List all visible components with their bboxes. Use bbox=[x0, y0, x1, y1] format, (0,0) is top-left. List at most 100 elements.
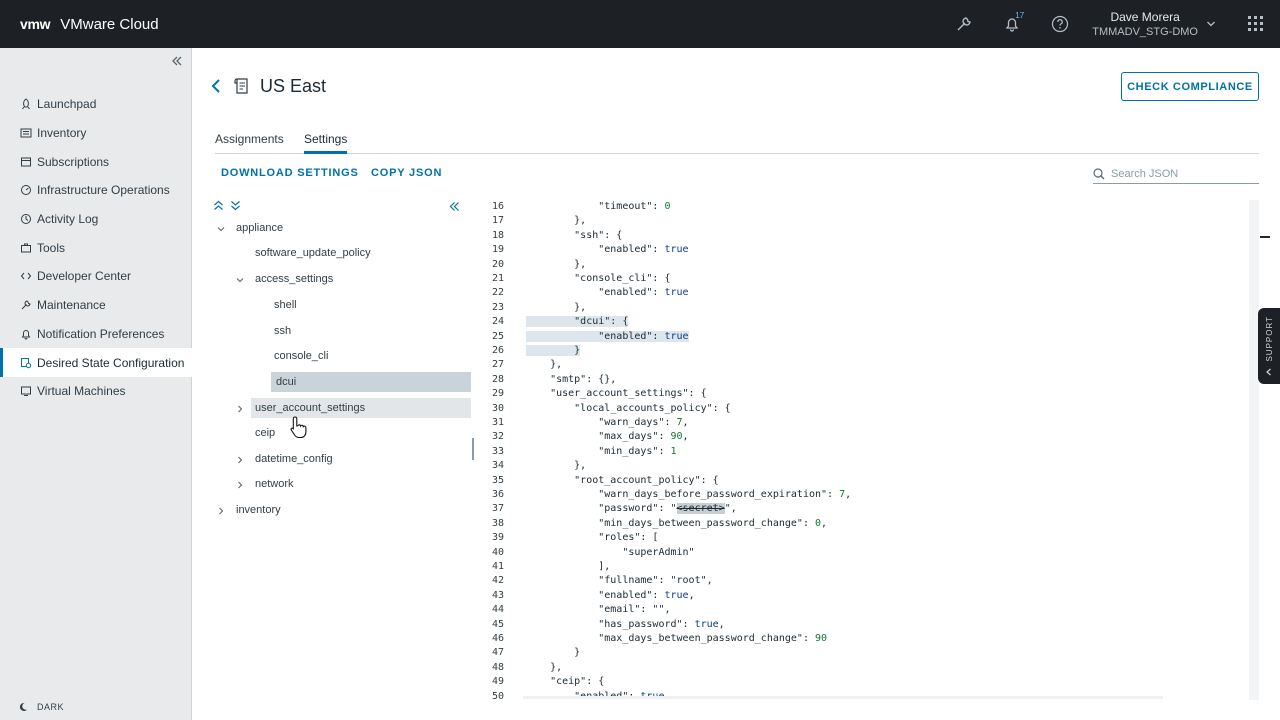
chevron-down-icon[interactable] bbox=[1206, 19, 1216, 29]
line-number: 16 bbox=[491, 201, 504, 212]
sidebar-item-label: Maintenance bbox=[37, 298, 106, 313]
user-menu[interactable]: Dave Morera TMMADV_STG-DMO bbox=[1092, 10, 1198, 38]
json-code: "local_accounts_policy": { bbox=[526, 402, 731, 414]
brand[interactable]: vmw VMware Cloud bbox=[0, 0, 159, 48]
json-line: 49 "ceip": { bbox=[474, 676, 1260, 690]
json-line: 48 }, bbox=[474, 662, 1260, 676]
json-code: }, bbox=[526, 359, 563, 371]
tree-node-inventory[interactable]: inventory bbox=[219, 500, 281, 520]
tree-node-label: ssh bbox=[274, 325, 292, 337]
expand-all-icon[interactable] bbox=[230, 200, 241, 211]
line-number: 47 bbox=[491, 647, 504, 659]
chevron-right-icon[interactable] bbox=[236, 404, 244, 413]
mouse-pointer-icon bbox=[290, 416, 307, 439]
tree-node-ssh[interactable]: ssh bbox=[274, 321, 291, 341]
panel-splitter[interactable] bbox=[472, 438, 474, 460]
chevron-down-icon[interactable] bbox=[236, 275, 244, 283]
tree-node-datetime-config[interactable]: datetime_config bbox=[238, 449, 333, 469]
line-number: 40 bbox=[491, 546, 504, 558]
tree-expand-collapse-controls bbox=[213, 200, 241, 214]
json-code: "superAdmin" bbox=[526, 546, 695, 558]
json-code: "min_days": 1 bbox=[526, 445, 677, 457]
notifications-button[interactable]: 17 bbox=[988, 0, 1036, 48]
json-line: 23 }, bbox=[474, 302, 1260, 316]
line-number: 45 bbox=[491, 618, 504, 630]
sidebar-item-maintenance[interactable]: Maintenance bbox=[0, 291, 192, 320]
download-settings-button[interactable]: DOWNLOAD SETTINGS bbox=[221, 167, 359, 179]
sidebar-item-desired-state-configuration[interactable]: Desired State Configuration bbox=[0, 348, 192, 377]
page-title: US East bbox=[260, 76, 327, 96]
sidebar-item-infrastructure-operations[interactable]: Infrastructure Operations bbox=[0, 176, 192, 205]
clock-icon bbox=[20, 213, 32, 225]
json-line: 19 "enabled": true bbox=[474, 244, 1260, 258]
json-line: 20 }, bbox=[474, 259, 1260, 273]
copy-json-button[interactable]: COPY JSON bbox=[371, 167, 443, 179]
json-line: 43 "enabled": true, bbox=[474, 590, 1260, 604]
json-line: 18 "ssh": { bbox=[474, 230, 1260, 244]
sidebar-item-label: Infrastructure Operations bbox=[37, 183, 170, 198]
tree-node-shell[interactable]: shell bbox=[274, 295, 297, 315]
tab-settings[interactable]: Settings bbox=[304, 132, 348, 154]
json-code: }, bbox=[526, 460, 587, 472]
sidebar-item-inventory[interactable]: Inventory bbox=[0, 119, 192, 148]
app-switcher-button[interactable] bbox=[1232, 0, 1280, 48]
wrench-icon bbox=[957, 17, 972, 31]
json-code: "enabled": true bbox=[526, 691, 664, 700]
help-button[interactable] bbox=[1036, 0, 1084, 48]
tree-node-console-cli[interactable]: console_cli bbox=[274, 346, 328, 366]
line-number: 21 bbox=[491, 273, 504, 284]
scrollbar-thumb[interactable] bbox=[1260, 236, 1270, 238]
tree-node-label: console_cli bbox=[274, 350, 329, 362]
sidebar-item-notification-preferences[interactable]: Notification Preferences bbox=[0, 320, 192, 349]
tree-node-ceip[interactable]: ceip bbox=[255, 423, 275, 443]
tab-assignments[interactable]: Assignments bbox=[215, 132, 284, 146]
sidebar-collapse-button[interactable] bbox=[171, 54, 183, 71]
search-json-input[interactable] bbox=[1111, 167, 1251, 180]
tree-node-label: appliance bbox=[236, 222, 284, 234]
tree-node-appliance[interactable]: appliance bbox=[217, 218, 284, 238]
vm-icon bbox=[20, 385, 32, 397]
chevron-right-icon[interactable] bbox=[217, 506, 225, 515]
chevron-right-icon[interactable] bbox=[236, 455, 244, 464]
line-number: 35 bbox=[491, 474, 504, 486]
json-code: "enabled": true bbox=[526, 330, 689, 342]
json-line: 22 "enabled": true bbox=[474, 287, 1260, 301]
collapse-all-icon[interactable] bbox=[213, 200, 224, 211]
chevron-down-icon[interactable] bbox=[217, 224, 225, 232]
tree-node-dcui[interactable]: dcui bbox=[271, 372, 471, 392]
tools-button[interactable] bbox=[940, 0, 988, 48]
check-compliance-button[interactable]: CHECK COMPLIANCE bbox=[1121, 72, 1259, 101]
user-org: TMMADV_STG-DMO bbox=[1092, 26, 1198, 38]
json-line: 46 "max_days_between_password_change": 9… bbox=[474, 633, 1260, 647]
json-vertical-scrollbar[interactable] bbox=[1249, 200, 1259, 700]
support-tab[interactable]: SUPPORT bbox=[1258, 308, 1280, 384]
tree-node-user-account-settings[interactable]: user_account_settings bbox=[238, 398, 471, 418]
vmw-logo: vmw bbox=[20, 16, 51, 32]
dark-mode-toggle[interactable]: DARK bbox=[18, 702, 64, 712]
search-json-field[interactable] bbox=[1093, 164, 1259, 184]
back-arrow-icon[interactable] bbox=[211, 78, 223, 94]
tree-node-label: software_update_policy bbox=[255, 247, 371, 259]
tree-node-access-settings[interactable]: access_settings bbox=[236, 269, 333, 289]
sidebar-item-launchpad[interactable]: Launchpad bbox=[0, 90, 192, 119]
tree-node-network[interactable]: network bbox=[238, 474, 294, 494]
json-line: 41 ], bbox=[474, 561, 1260, 575]
sidebar-item-activity-log[interactable]: Activity Log bbox=[0, 205, 192, 234]
briefcase-icon bbox=[20, 242, 32, 254]
tree-node-software-update-policy[interactable]: software_update_policy bbox=[255, 243, 371, 263]
chevron-right-icon[interactable] bbox=[236, 480, 244, 489]
line-number: 30 bbox=[491, 402, 504, 414]
tree-node-label: shell bbox=[274, 299, 297, 311]
sidebar-item-subscriptions[interactable]: Subscriptions bbox=[0, 147, 192, 176]
tree-panel-collapse-button[interactable] bbox=[449, 199, 460, 215]
bell-icon bbox=[1005, 18, 1019, 32]
sidebar-item-virtual-machines[interactable]: Virtual Machines bbox=[0, 377, 192, 406]
json-line: 29 "user_account_settings": { bbox=[474, 388, 1260, 402]
sidebar-item-developer-center[interactable]: Developer Center bbox=[0, 262, 192, 291]
json-code: }, bbox=[526, 661, 563, 673]
json-line: 25 "enabled": true bbox=[474, 330, 1260, 345]
json-horizontal-scrollbar[interactable] bbox=[523, 696, 1163, 699]
sidebar-item-tools[interactable]: Tools bbox=[0, 233, 192, 262]
